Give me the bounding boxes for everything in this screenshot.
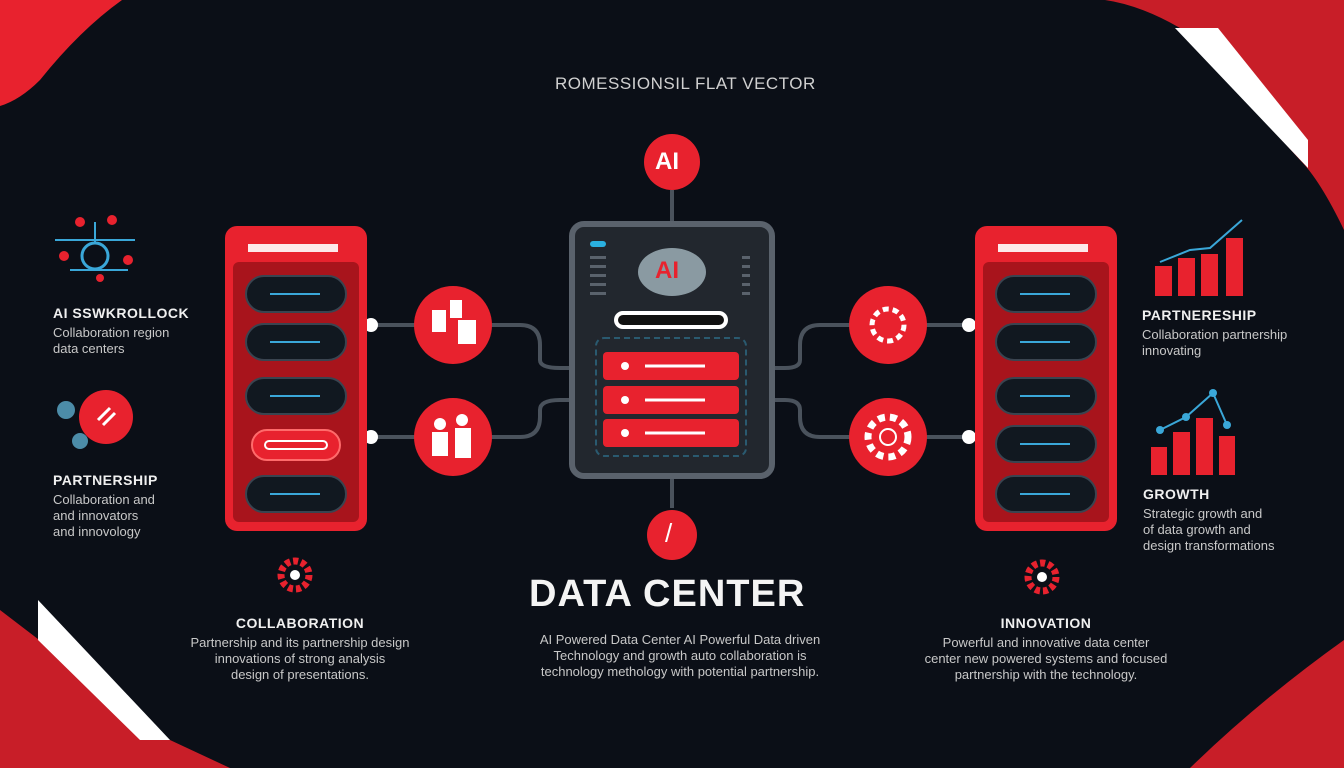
- right-item-1: PARTNERESHIP Collaboration partnership i…: [1142, 307, 1288, 358]
- corner-stripe-bl: [38, 600, 170, 740]
- gear-icon-bottom-left: [277, 557, 313, 593]
- corner-decoration-bl: [0, 610, 230, 768]
- team-icon-circle: [414, 286, 492, 364]
- bottom-badge-circle: [647, 510, 697, 560]
- right-item-2: GROWTH Strategic growth and of data grow…: [1143, 486, 1275, 553]
- corner-decoration-tl: [0, 0, 122, 106]
- corner-stripe-tr: [1175, 28, 1308, 168]
- left-item-2: PARTNERSHIP Collaboration and and innova…: [53, 472, 158, 539]
- growth-chart-icon: [1151, 389, 1235, 475]
- corner-decoration-tr: [1105, 0, 1344, 230]
- collaboration-block: COLLABORATION Partnership and its partne…: [190, 615, 410, 682]
- network-icon: [55, 215, 135, 282]
- bar-chart-icon: [1155, 219, 1243, 296]
- corner-decoration-br: [1190, 640, 1344, 768]
- page-title: DATA CENTER: [529, 573, 806, 615]
- people-icon-circle: [414, 398, 492, 476]
- left-item-1: AI SSWKROLLOCK Collaboration region data…: [53, 305, 190, 356]
- partnership-icon: [57, 390, 133, 449]
- ai-badge-label: AI: [655, 148, 679, 175]
- gear-icon-bottom-right: [1024, 559, 1060, 595]
- header-title: ROMESSIONSIL FLAT VECTOR: [555, 74, 816, 93]
- central-server: [569, 221, 775, 479]
- bottom-badge-label: /: [665, 518, 673, 548]
- server-rack-right: [975, 226, 1117, 531]
- network-gear-icon-circle: [849, 286, 927, 364]
- screen-ai-logo: AI: [655, 257, 679, 284]
- server-rack-left: [225, 226, 367, 531]
- center-description: AI Powered Data Center AI Powerful Data …: [539, 632, 821, 679]
- ai-badge-circle: [644, 134, 700, 190]
- innovation-block: INNOVATION Powerful and innovative data …: [924, 615, 1168, 682]
